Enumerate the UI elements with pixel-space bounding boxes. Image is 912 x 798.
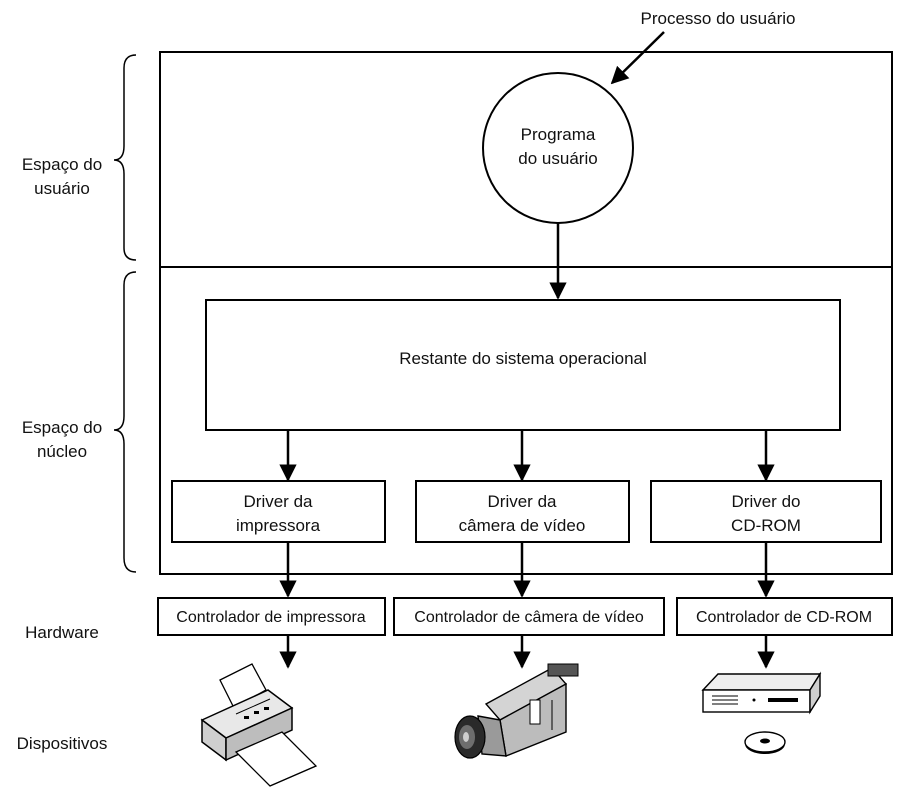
rest-of-os-box bbox=[205, 299, 841, 431]
user-program-circle bbox=[482, 72, 634, 224]
kernel-space-label-line2: núcleo bbox=[37, 442, 87, 461]
printer-controller-box bbox=[157, 597, 386, 636]
devices-label: Dispositivos bbox=[17, 734, 108, 753]
user-space-brace bbox=[113, 54, 137, 261]
kernel-space-box bbox=[159, 266, 893, 575]
video-camera-icon bbox=[454, 663, 579, 759]
user-space-label-line1: Espaço do bbox=[22, 155, 102, 174]
cdrom-controller-label: Controlador de CD-ROM bbox=[696, 609, 872, 626]
camera-driver-label-line2: câmera de vídeo bbox=[459, 516, 586, 535]
hardware-label: Hardware bbox=[25, 623, 99, 642]
cdrom-driver-box bbox=[650, 480, 882, 543]
cd-rom-drive-icon bbox=[701, 671, 822, 754]
user-program-label-line1: Programa bbox=[521, 125, 596, 144]
camera-driver-label-line1: Driver da bbox=[488, 492, 558, 511]
printer-driver-label-line1: Driver da bbox=[244, 492, 314, 511]
cdrom-controller-box bbox=[676, 597, 893, 636]
cdrom-driver-label-line1: Driver do bbox=[732, 492, 801, 511]
printer-icon bbox=[200, 663, 318, 787]
printer-controller-label: Controlador de impressora bbox=[176, 609, 366, 626]
user-process-arrow bbox=[610, 31, 665, 85]
user-program-label-line2: do usuário bbox=[518, 149, 597, 168]
kernel-space-brace bbox=[113, 271, 137, 573]
kernel-space-label-line1: Espaço do bbox=[22, 418, 102, 437]
camera-driver-box bbox=[415, 480, 630, 543]
camera-controller-label: Controlador de câmera de vídeo bbox=[414, 609, 644, 626]
camera-controller-box bbox=[393, 597, 665, 636]
cdrom-driver-label-line2: CD-ROM bbox=[731, 516, 801, 535]
rest-of-os-label: Restante do sistema operacional bbox=[399, 349, 647, 368]
printer-driver-label-line2: impressora bbox=[236, 516, 321, 535]
user-space-label-line2: usuário bbox=[34, 179, 90, 198]
user-process-label: Processo do usuário bbox=[641, 9, 796, 28]
printer-driver-box bbox=[171, 480, 386, 543]
